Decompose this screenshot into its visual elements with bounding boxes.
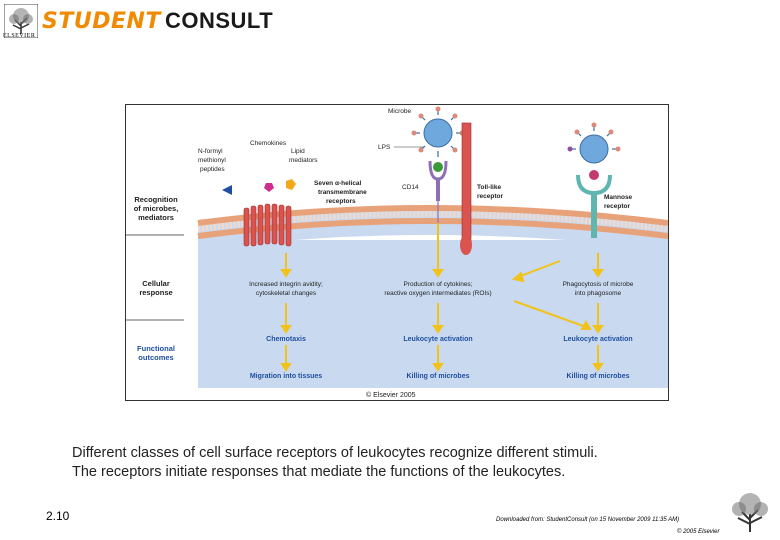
lps-label: LPS [378,144,391,151]
elsevier-footer-logo-icon [732,493,768,532]
microbe-label: Microbe [388,108,412,115]
response-phago-2: into phagosome [575,290,622,297]
row-label-recognition-3: mediators [138,213,174,222]
outcome-leukocyte-activation-2: Leukocyte activation [563,336,632,343]
footer-copyright: © 2005 Elsevier [677,529,720,535]
row-label-cellular-2: response [139,288,172,297]
outcome-killing-2: Killing of microbes [566,373,629,380]
lipid-label-2: mediators [289,157,318,164]
toll-label-1: Toll-like [477,184,501,191]
response-phago-1: Phagocytosis of microbe [563,281,634,288]
outcome-migration: Migration into tissues [250,373,322,380]
chemokine-icon [264,183,274,192]
n-formyl-label-1: N-formyl [198,148,223,155]
figure-svg: Recognition of microbes, mediators Cellu… [126,106,669,399]
seven-helical-label-2: transmembrane [318,189,367,196]
toll-label-2: receptor [477,193,503,200]
outcome-leukocyte-activation-1: Leukocyte activation [403,336,472,343]
cd14-label: CD14 [402,184,419,191]
lipid-label-1: Lipid [291,148,305,155]
response-integrin-1: Increased integrin avidity; [249,281,323,288]
brand-part1: STUDENT [42,9,161,34]
outcome-killing-1: Killing of microbes [406,373,469,380]
seven-helical-label-1: Seven α-helical [314,180,362,187]
chemokines-label: Chemokines [250,140,287,147]
response-cytokines-2: reactive oxygen intermediates (ROIs) [384,290,491,297]
row-label-recognition-1: Recognition [134,195,178,204]
row-label-recognition-2: of microbes, [134,204,179,213]
lipid-mediator-icon [286,179,296,190]
n-formyl-peptide-icon [222,185,232,195]
elsevier-tree-logo-icon [4,4,38,38]
row-label-cellular-1: Cellular [142,279,170,288]
caption-line-2: The receptors initiate responses that me… [72,464,566,480]
toll-like-receptor [461,122,472,244]
seven-helix-receptor [243,203,292,247]
response-cytokines-1: Production of cytokines; [403,281,472,288]
n-formyl-label-2: methionyl [198,157,226,164]
slide-number: 2.10 [46,509,70,523]
pathway-arrows [280,223,604,372]
figure-copyright: © Elsevier 2005 [366,391,416,399]
microbe-icon-1 [411,106,465,157]
publisher-small-label: ELSEVIER [3,33,36,39]
n-formyl-label-3: peptides [200,166,225,173]
download-notice: Downloaded from: StudentConsult (on 15 N… [496,517,680,523]
outcome-chemotaxis: Chemotaxis [266,336,306,343]
microbe-icon-2 [567,122,621,164]
mannose-label-1: Mannose [604,194,633,201]
caption-line-1: Different classes of cell surface recept… [72,445,598,461]
response-integrin-2: cytoskeletal changes [256,290,317,297]
row-label-functional-1: Functional [137,344,175,353]
seven-helical-label-3: receptors [326,198,356,205]
mannose-label-2: receptor [604,203,630,210]
figure-caption: Different classes of cell surface recept… [72,444,712,482]
brand-part2: CONSULT [164,8,274,33]
leukocyte-receptor-figure: Recognition of microbes, mediators Cellu… [125,104,669,401]
row-label-functional-2: outcomes [138,353,173,362]
